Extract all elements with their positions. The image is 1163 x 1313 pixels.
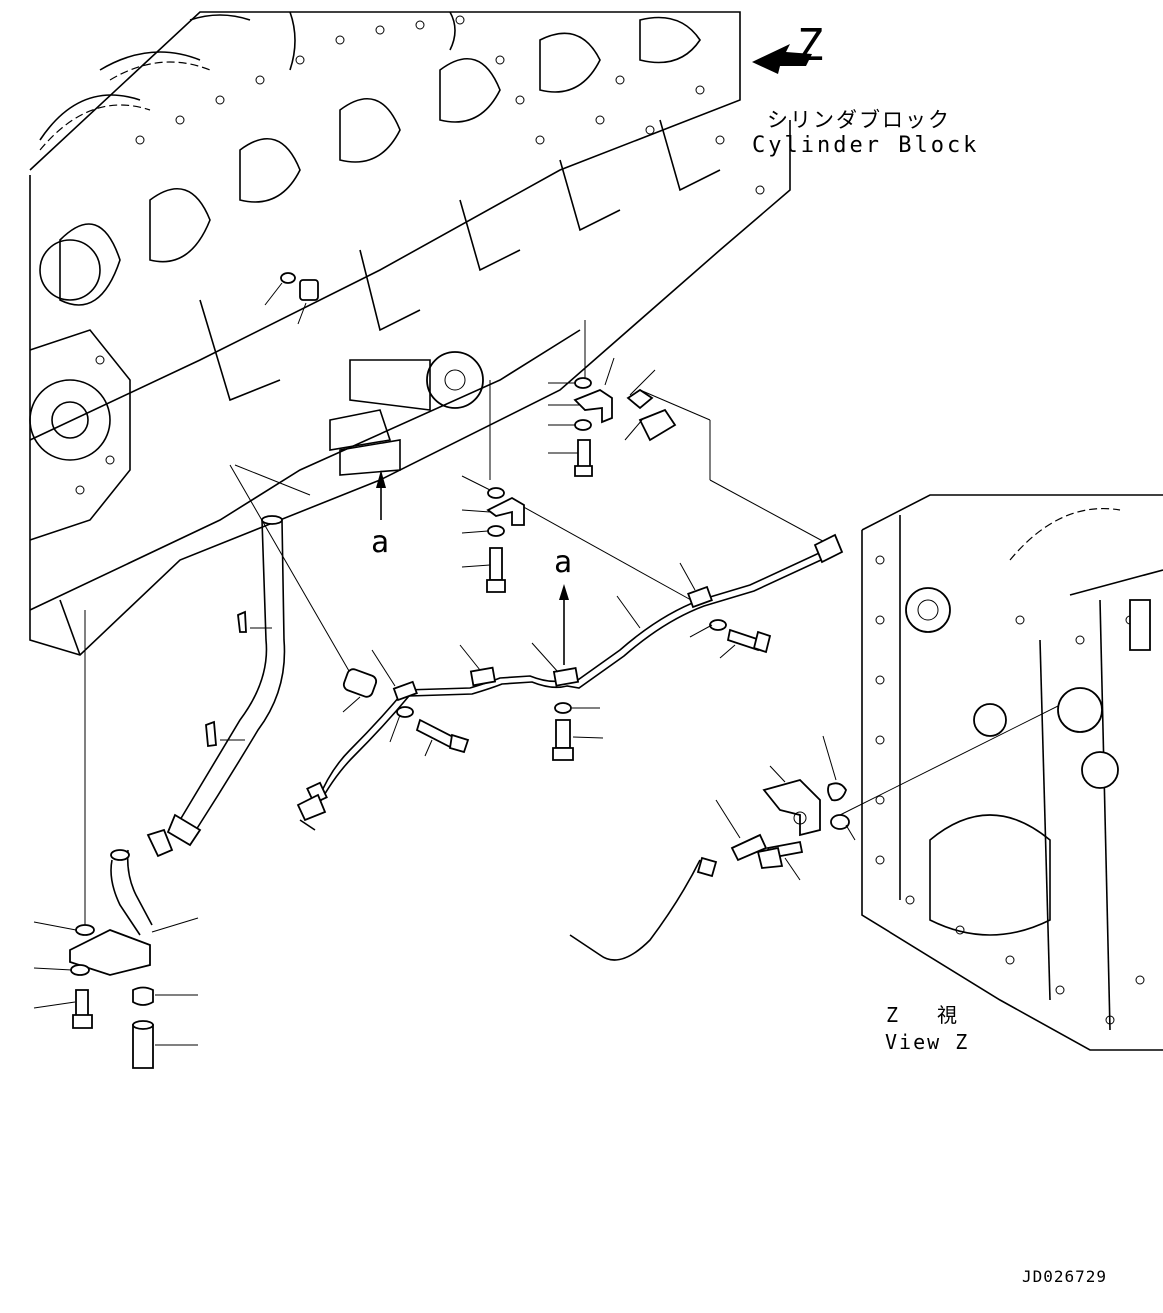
cylinder-block-label: シリンダブロック Cylinder Block <box>752 108 979 158</box>
view-z-label-kanji: 視 <box>937 1003 957 1027</box>
cylinder-block-illustration <box>29 11 791 656</box>
sensor-bracket-group <box>569 735 856 961</box>
reference-mark-letter: a <box>554 545 572 580</box>
leader-lines <box>84 320 1091 930</box>
drawing-number: JD026729 <box>1022 1267 1107 1286</box>
sensor-harness <box>296 533 844 831</box>
reference-mark-a-center: a <box>554 545 572 665</box>
cylinder-block-label-jp: シリンダブロック <box>767 108 951 132</box>
drain-fitting-stack <box>33 849 199 1069</box>
view-arrow-z: Z <box>752 20 824 74</box>
view-z-label-en: View Z <box>885 1030 969 1054</box>
drain-hose <box>146 515 286 858</box>
middle-bracket-stack <box>461 475 525 593</box>
cylinder-block-label-en: Cylinder Block <box>752 133 979 158</box>
view-z-block-illustration <box>861 494 1163 1051</box>
reference-mark-letter: a <box>371 525 389 560</box>
reference-mark-a-left: a <box>371 470 389 560</box>
block-bolt-group <box>264 272 319 325</box>
upper-bracket-stack <box>548 357 677 477</box>
view-z-label-letter: Z <box>886 1003 898 1027</box>
view-arrow-letter: Z <box>797 20 824 71</box>
view-z-label: Z 視 View Z <box>885 1003 969 1054</box>
